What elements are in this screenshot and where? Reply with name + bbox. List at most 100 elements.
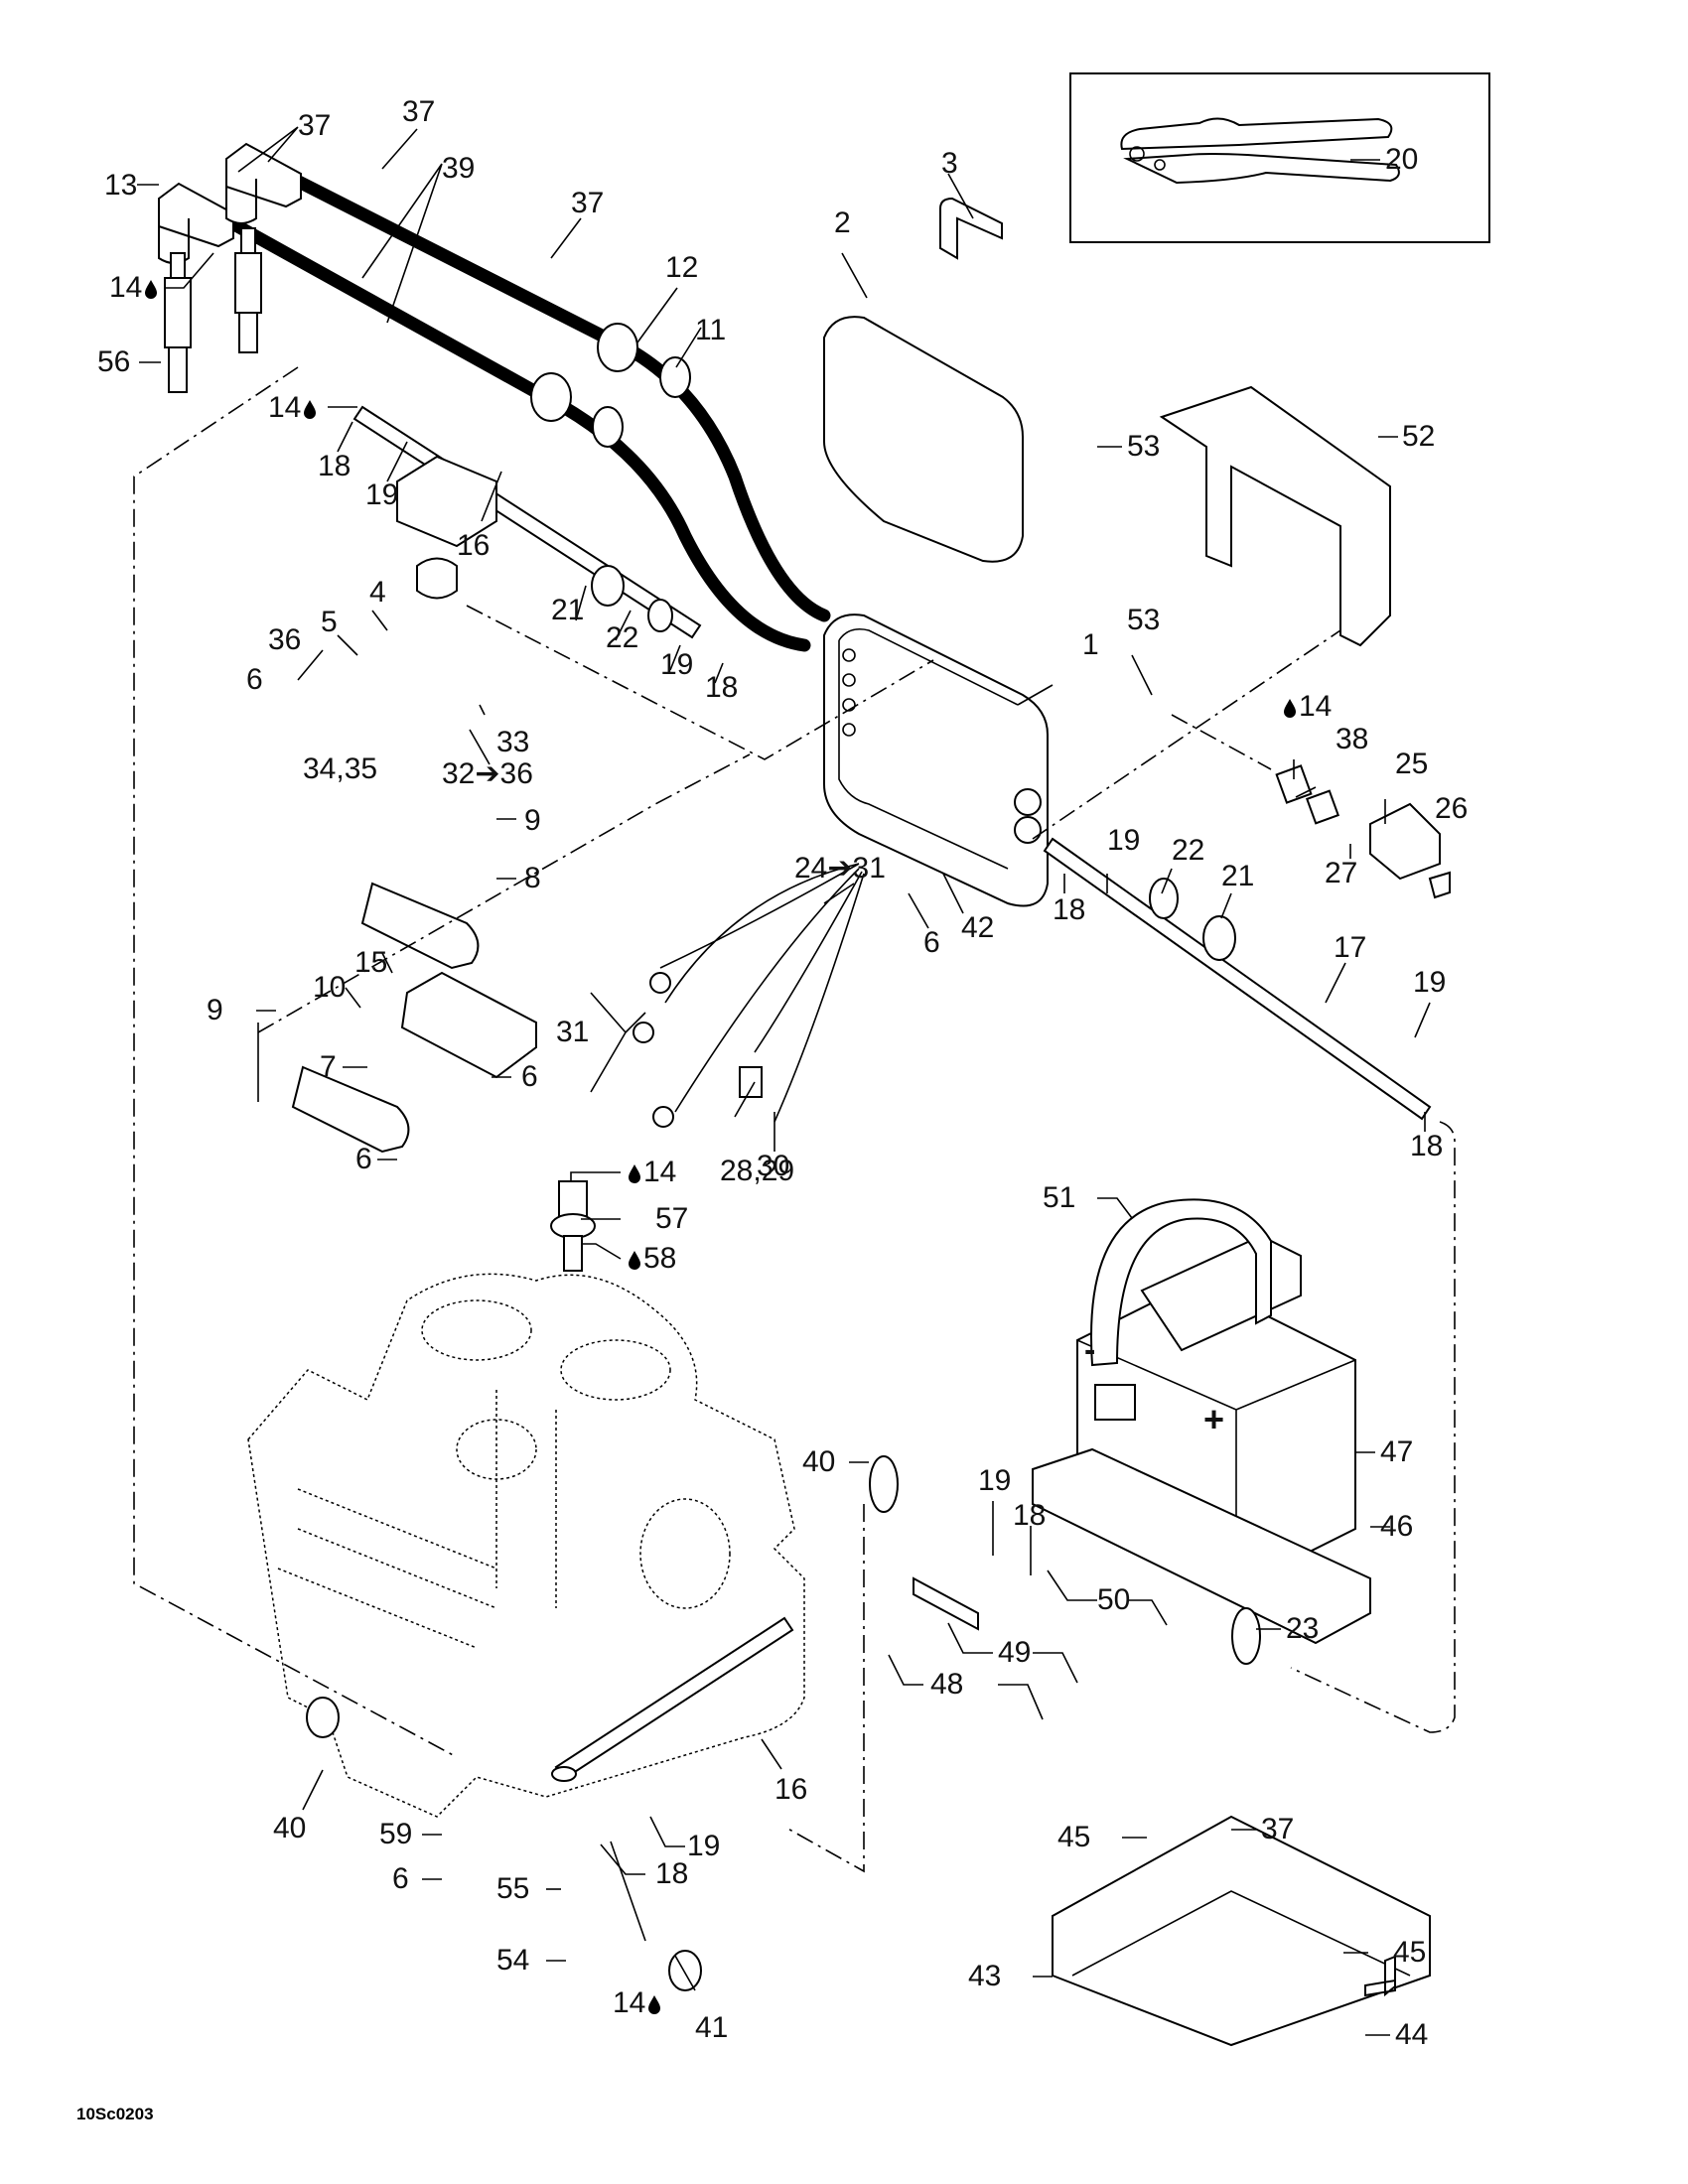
callout-26: 26	[1435, 792, 1469, 825]
cover-clip	[939, 197, 1003, 260]
callout-50: 50	[1097, 1583, 1131, 1616]
callout-14: 14	[626, 1158, 676, 1187]
callout-22: 22	[606, 621, 639, 654]
temperature-sensor	[550, 1180, 596, 1272]
callout-41: 41	[695, 2011, 729, 2044]
callout-17: 17	[1334, 931, 1367, 964]
callout-58: 58	[626, 1244, 676, 1274]
callout-32-to-36: 32➔36	[442, 757, 533, 790]
callout-36: 36	[268, 623, 302, 656]
spark-plug-cap	[158, 182, 234, 264]
callout-59: 59	[379, 1818, 413, 1850]
callout-text: 14	[613, 1986, 646, 2019]
spark-plug-icon	[164, 227, 262, 393]
callout-46: 46	[1380, 1510, 1414, 1543]
callout-42: 42	[961, 911, 995, 944]
callout-18: 18	[655, 1857, 689, 1890]
drop-icon	[629, 1251, 640, 1270]
callout-45: 45	[1393, 1936, 1427, 1969]
cable-nuts	[530, 323, 691, 448]
ecu-cover	[823, 316, 1024, 563]
drop-icon	[648, 1995, 661, 2014]
callout-14: 14	[109, 273, 160, 303]
figure-code: 10Sc0203	[76, 2105, 154, 2123]
callout-22: 22	[1172, 834, 1205, 867]
callout-19: 19	[660, 648, 694, 681]
callout-6: 6	[355, 1143, 372, 1175]
callout-31: 31	[556, 1016, 590, 1048]
callout-4: 4	[369, 576, 386, 609]
callout-5: 5	[321, 606, 338, 638]
callout-56: 56	[97, 345, 131, 378]
callout-55: 55	[496, 1872, 530, 1905]
wiring-harness	[633, 863, 865, 1128]
callout-18: 18	[1053, 893, 1086, 926]
ignition-cable-upper	[286, 172, 831, 622]
callout-7: 7	[320, 1050, 337, 1083]
callout-43: 43	[968, 1960, 1002, 1992]
terminal-boot-40	[869, 1455, 899, 1513]
callout-text: 14	[268, 391, 302, 424]
callout-25: 25	[1395, 748, 1429, 780]
callout-27: 27	[1325, 857, 1358, 889]
battery-cable-17	[1043, 837, 1432, 1121]
drop-icon	[145, 280, 158, 299]
drop-icon	[629, 1164, 640, 1183]
callout-24-to-31: 24➔31	[794, 852, 886, 885]
callout-2: 2	[834, 206, 851, 239]
battery-cable-end	[913, 1576, 979, 1631]
callout-14: 14	[1281, 692, 1332, 722]
callout-19: 19	[1413, 966, 1447, 999]
callout-47: 47	[1380, 1435, 1414, 1468]
callout-11: 11	[695, 314, 727, 346]
tool-box-frame	[1069, 72, 1490, 243]
battery-bracket-44	[1364, 1955, 1396, 1997]
callout-33: 33	[496, 726, 530, 758]
callout-14: 14	[268, 393, 319, 423]
engine-block-outline	[247, 1273, 805, 1818]
callout-34-35: 34,35	[303, 752, 378, 785]
callout-18: 18	[1013, 1499, 1047, 1532]
assembly-line	[1290, 1121, 1456, 1733]
callout-15: 15	[354, 946, 388, 979]
fuse-holder	[416, 557, 458, 600]
assembly-line	[466, 605, 934, 760]
callout-57: 57	[655, 1202, 689, 1235]
ignition-coil-upper	[360, 882, 480, 970]
callout-28-29: 28,29	[720, 1155, 795, 1187]
battery-negative-mark: -	[1084, 1331, 1096, 1369]
callout-6: 6	[246, 663, 263, 696]
callout-text: 14	[1299, 690, 1333, 723]
callout-37: 37	[571, 187, 605, 219]
callout-18: 18	[705, 671, 739, 704]
callout-18: 18	[1410, 1130, 1444, 1162]
terminal-boot-23	[1231, 1607, 1261, 1665]
callout-19: 19	[1107, 824, 1141, 857]
callout-38: 38	[1336, 723, 1369, 755]
callout-19: 19	[365, 478, 399, 511]
assembly-line	[783, 1504, 865, 1873]
callout-37: 37	[298, 109, 332, 142]
callout-21: 21	[1221, 860, 1255, 892]
callout-9: 9	[524, 804, 541, 837]
callout-6: 6	[521, 1060, 538, 1093]
crimping-tool-icon	[1120, 117, 1400, 185]
callout-text: 58	[643, 1242, 677, 1275]
starter-solenoid	[396, 455, 497, 548]
terminal-boot-41	[668, 1950, 702, 1991]
callout-40: 40	[273, 1812, 307, 1844]
ignition-cable-lower	[216, 211, 811, 652]
callout-8: 8	[524, 862, 541, 894]
assembly-line	[257, 753, 751, 1033]
callout-30: 30	[757, 1150, 790, 1182]
callout-6: 6	[392, 1862, 409, 1895]
callout-20: 20	[1385, 143, 1419, 176]
callout-48: 48	[930, 1668, 964, 1701]
callout-9: 9	[207, 994, 223, 1026]
assembly-line	[133, 366, 458, 1758]
callout-text: 14	[643, 1156, 677, 1188]
spark-plug-cap	[225, 142, 302, 224]
drop-icon	[304, 400, 317, 419]
